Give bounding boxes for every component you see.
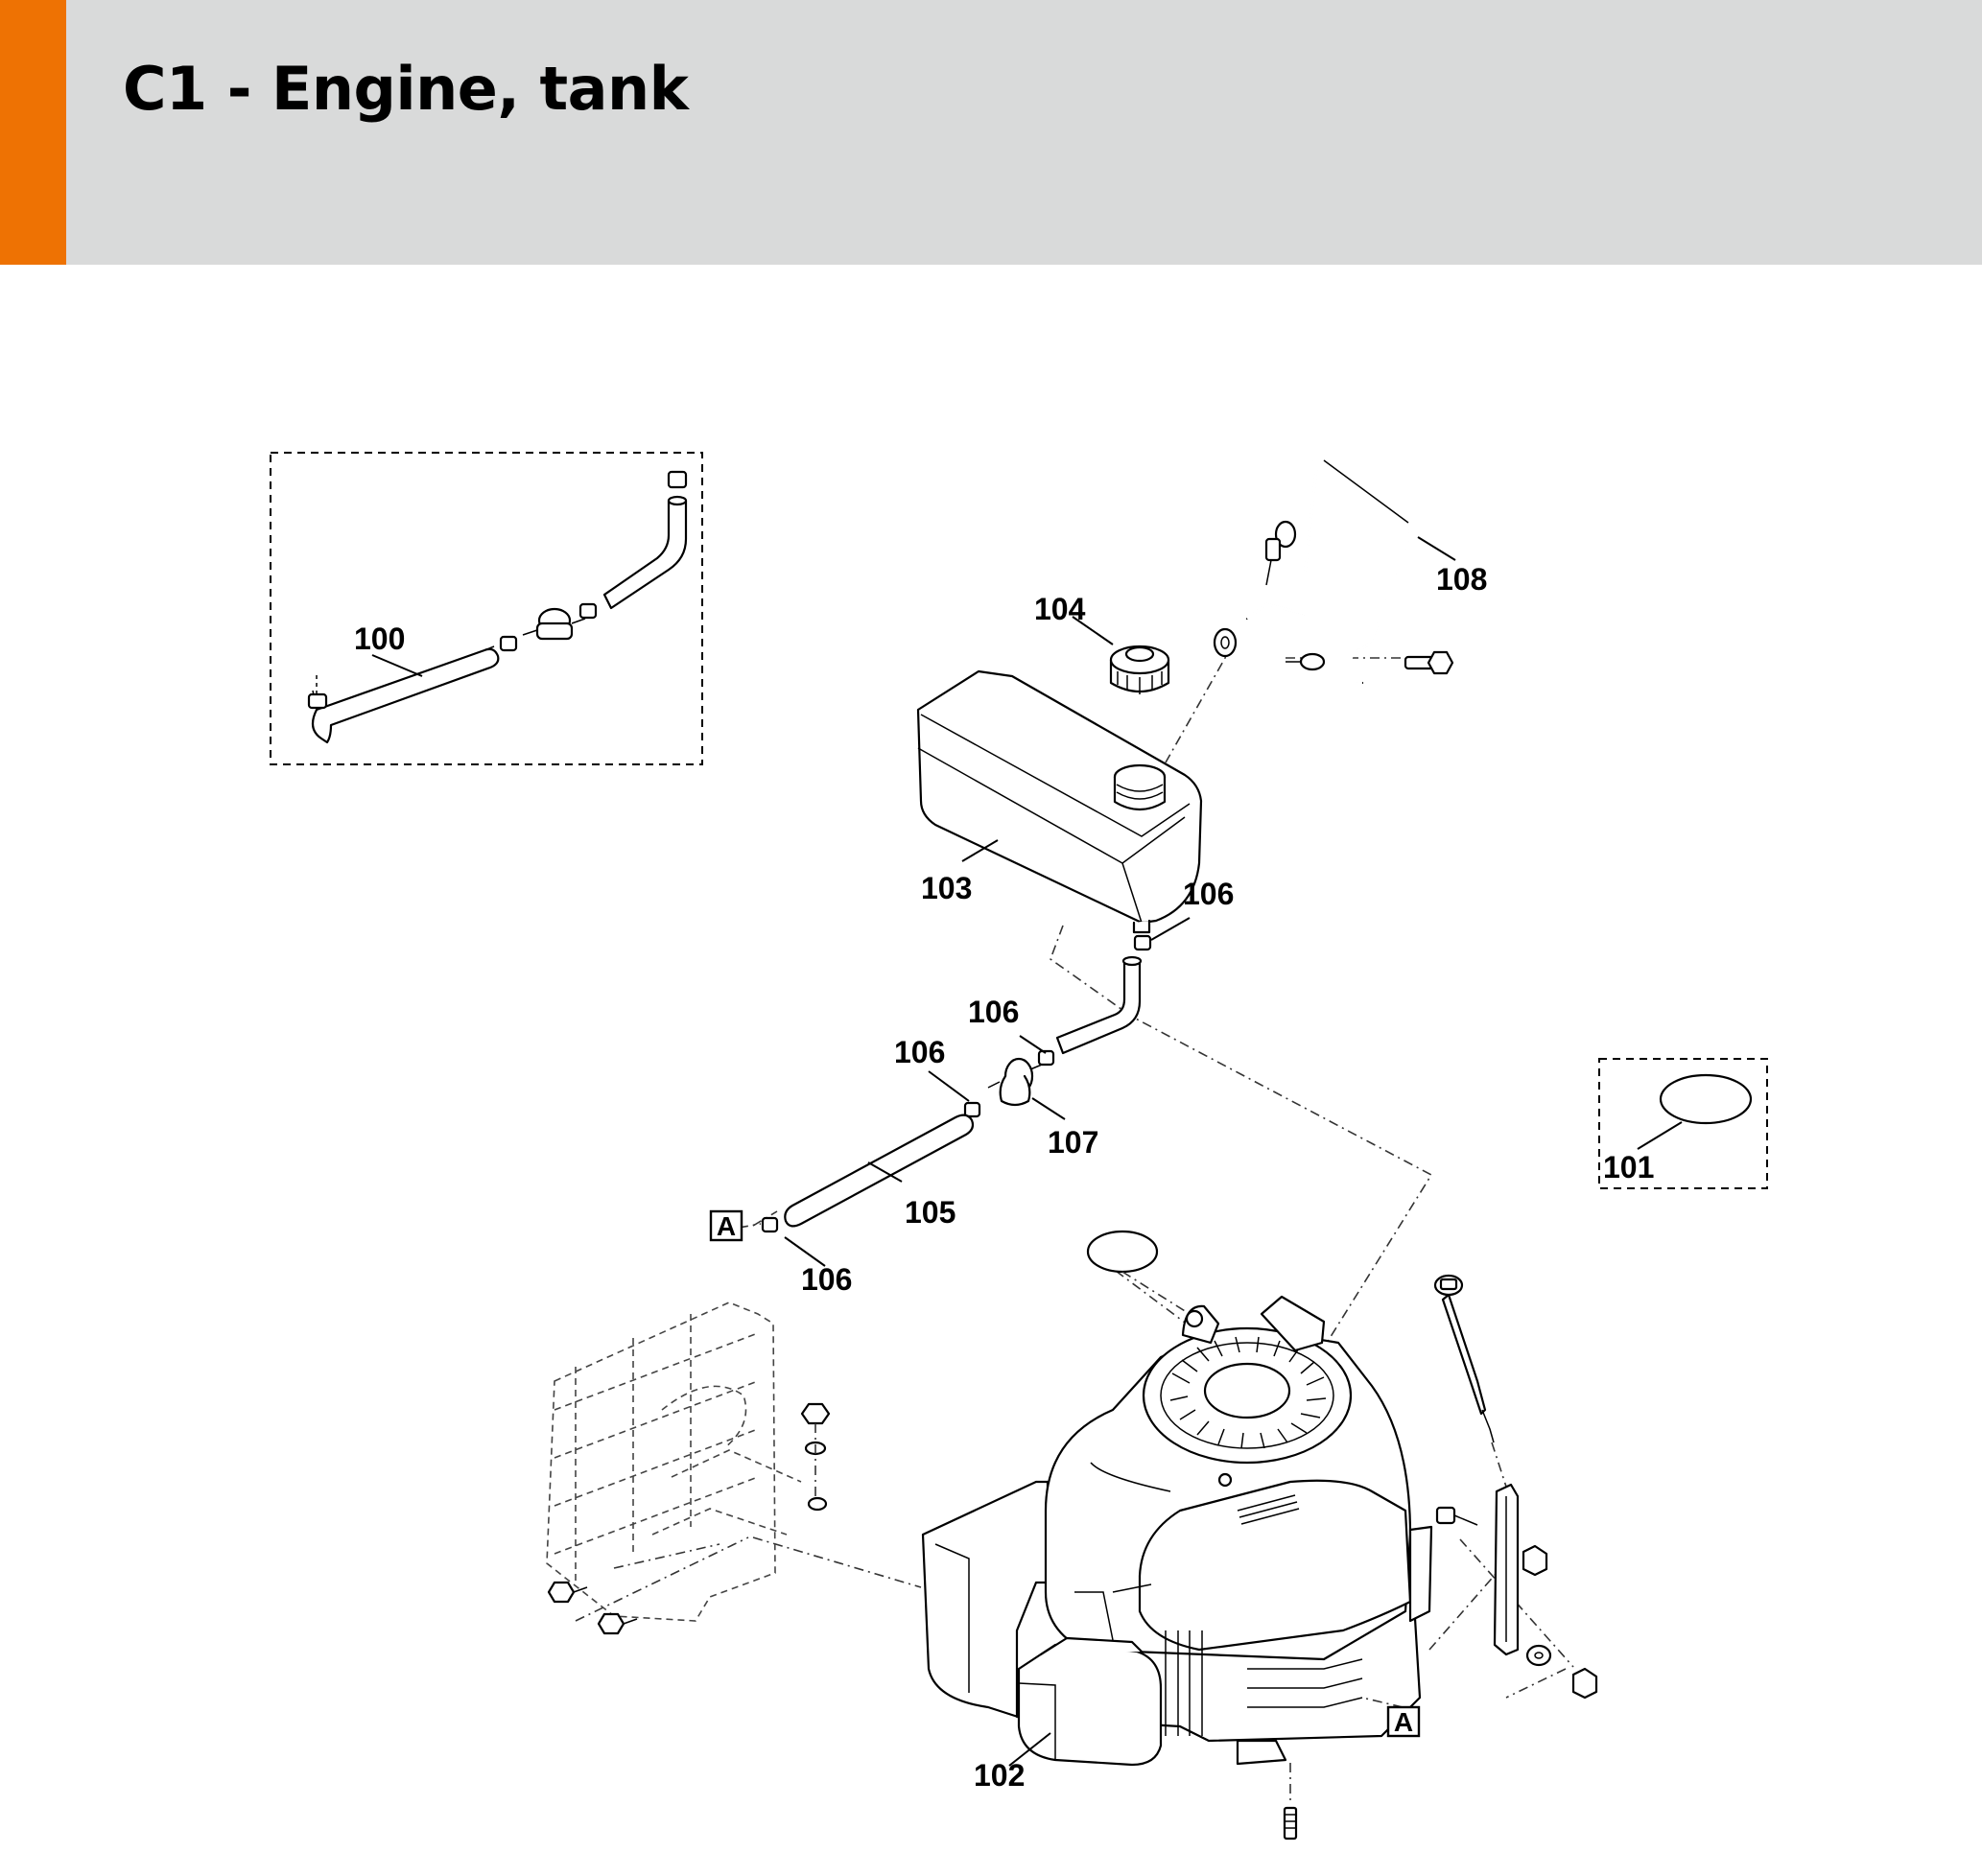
bracket-washer <box>1213 627 1238 658</box>
reference-marker-a-upper: A <box>709 1209 743 1242</box>
bracket-nut-mid <box>1522 1544 1548 1577</box>
frame-nut <box>800 1402 831 1512</box>
frame-bolt-right <box>597 1612 638 1635</box>
callout-107: 107 <box>1048 1125 1098 1160</box>
reference-marker-a-lower: A <box>1386 1705 1421 1738</box>
tank-bracket <box>1213 454 1454 685</box>
fuel-tank <box>916 669 1203 934</box>
engine-label-disc <box>1086 1230 1159 1274</box>
callout-labels: 100 101 102 103 104 105 106 106 106 106 … <box>354 562 1654 1793</box>
kit-clip-left <box>307 671 328 710</box>
leader-lines <box>371 536 1683 1767</box>
bracket-screw-right <box>1404 650 1454 675</box>
fuel-cap <box>1109 645 1170 694</box>
fuel-hose-bent <box>1055 959 1142 1055</box>
svg-text:A: A <box>1394 1707 1413 1737</box>
svg-text:A: A <box>717 1211 736 1241</box>
bracket-nut-bottom <box>1571 1667 1598 1700</box>
kit-hose-bent <box>602 499 688 610</box>
bracket-nut-left <box>1286 652 1326 671</box>
clip-filter-bottom <box>963 1101 981 1118</box>
header-bar <box>0 0 1982 265</box>
kit-clip-mid <box>499 635 518 652</box>
fuel-line-system <box>761 934 1152 1233</box>
bracket-washer-bottom <box>1525 1644 1552 1667</box>
engine-mount-frame <box>546 1301 831 1635</box>
callout-103: 103 <box>921 871 972 905</box>
kit-101-box <box>1598 1058 1768 1189</box>
bracket-bolt <box>1435 1506 1478 1526</box>
clip-tank-outlet <box>1133 934 1152 951</box>
kit-100-box <box>270 452 703 765</box>
callout-106-filter-bottom: 106 <box>894 1035 945 1069</box>
accent-stripe <box>0 0 66 265</box>
frame-bolt-left <box>547 1581 588 1604</box>
page-title: C1 - Engine, tank <box>123 54 689 124</box>
throttle-bracket <box>1283 1274 1598 1841</box>
callout-106-filter-top: 106 <box>968 995 1019 1029</box>
callout-102: 102 <box>974 1758 1025 1793</box>
kit-fuel-filter <box>522 607 586 641</box>
engine-mount-bolt <box>1283 1806 1298 1841</box>
fuel-line-kit-group <box>270 452 703 765</box>
kit-clip-right <box>578 602 598 620</box>
label-kit-group <box>1598 1058 1768 1189</box>
callout-100: 100 <box>354 621 405 656</box>
callout-101: 101 <box>1603 1150 1654 1184</box>
callout-106-hose-end: 106 <box>801 1262 852 1297</box>
callout-105: 105 <box>905 1195 956 1230</box>
clip-hose-bottom <box>761 1216 779 1233</box>
callout-106-tank: 106 <box>1183 877 1234 911</box>
engine <box>921 1230 1433 1767</box>
bracket-screw-top <box>1264 520 1297 586</box>
fuel-filter <box>987 1057 1043 1107</box>
fuel-hose-straight <box>784 1114 975 1228</box>
kit-101-disc <box>1659 1073 1753 1125</box>
kit-hose-long <box>311 647 500 744</box>
clip-filter-top <box>1037 1049 1055 1067</box>
callout-104: 104 <box>1034 592 1086 626</box>
callout-108: 108 <box>1436 562 1487 597</box>
kit-clip-top <box>667 470 688 489</box>
